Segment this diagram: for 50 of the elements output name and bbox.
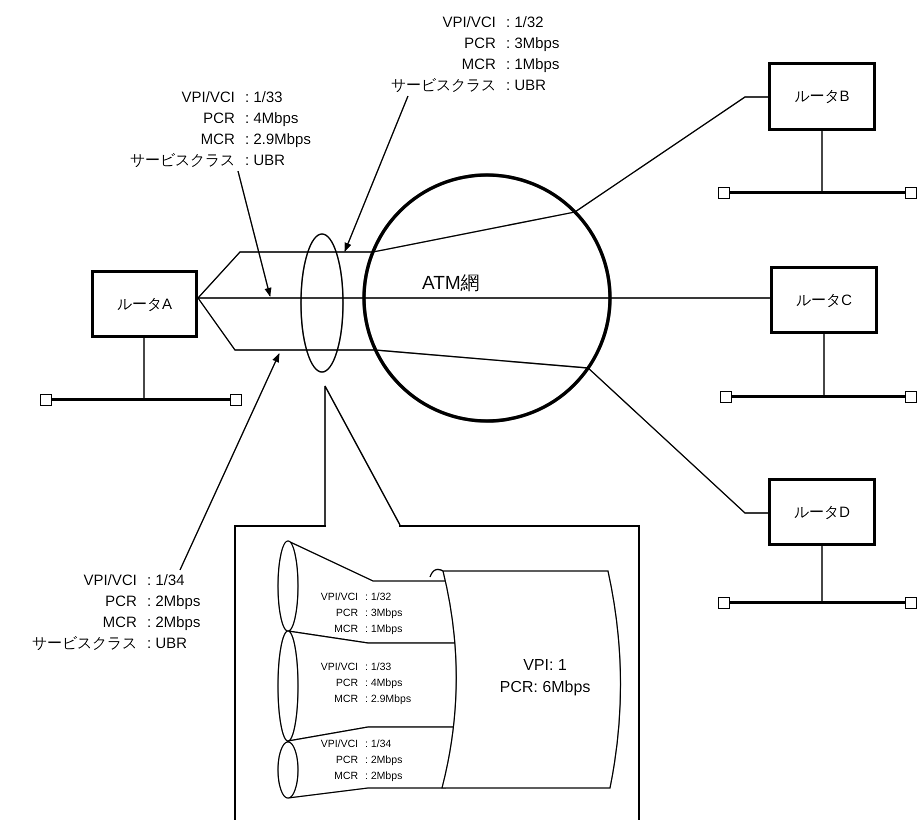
router-box	[768, 478, 876, 546]
virtual-channel-line	[610, 297, 770, 299]
parameter-row-text: PCR : 3Mbps	[463, 34, 560, 54]
router-box	[768, 62, 876, 131]
parameter-row-text: VPI/VCI : 1/33	[180, 88, 284, 108]
callout-box	[234, 525, 640, 820]
parameter-row-text: サービスクラス : UBR	[390, 76, 548, 96]
parameter-row-text: VPI/VCI : 1/34	[82, 571, 186, 591]
leader-arrow	[344, 96, 409, 252]
parameter-row-text: PCR : 2Mbps	[334, 753, 402, 768]
parameter-row-text: VPI/VCI : 1/33	[320, 660, 392, 675]
lan-cable	[730, 191, 905, 194]
virtual-channel-line	[574, 96, 768, 213]
router-label: ルータD	[794, 502, 850, 522]
parameter-row-text: サービスクラス : UBR	[128, 151, 286, 171]
parameter-row-text: VPI/VCI : 1/34	[320, 737, 392, 752]
virtual-path-label: PCR: 6Mbps	[498, 678, 592, 698]
lan-cable	[732, 395, 905, 398]
virtual-channel-line	[197, 251, 373, 298]
parameter-row-text: PCR : 4Mbps	[334, 676, 404, 691]
router-label: ルータA	[116, 294, 172, 314]
virtual-channel-line	[588, 367, 768, 514]
lan-drop-line	[821, 131, 823, 191]
virtual-channel-line	[197, 298, 376, 351]
router-label: ルータB	[794, 87, 850, 106]
parameter-row-text: MCR : 2Mbps	[102, 613, 202, 633]
parameter-row-text: サービスクラス : UBR	[30, 634, 188, 654]
lan-drop-line	[821, 546, 823, 601]
parameter-row-text: VPI/VCI : 1/32	[441, 13, 545, 33]
lan-cable	[52, 398, 230, 401]
router-box	[770, 266, 878, 334]
virtual-path-label: VPI: 1	[522, 656, 568, 676]
parameter-row-text: MCR : 1Mbps	[460, 55, 560, 75]
parameter-row-text: MCR : 2Mbps	[333, 769, 402, 784]
leader-arrow	[237, 170, 272, 297]
parameter-row-text: PCR : 4Mbps	[202, 109, 300, 129]
router-box	[91, 270, 198, 338]
leader-arrow	[179, 353, 280, 570]
parameter-row-text: MCR : 2.9Mbps	[200, 130, 312, 150]
parameter-row-text: MCR : 1Mbps	[333, 622, 402, 637]
parameter-row-text: VPI/VCI : 1/32	[320, 590, 392, 605]
lan-cable	[730, 601, 905, 604]
virtual-channel-line	[198, 297, 364, 299]
parameter-row-text: MCR : 2.9Mbps	[333, 692, 412, 707]
network-label: ATM網	[422, 272, 480, 296]
lan-drop-line	[143, 338, 145, 398]
router-label: ルータC	[796, 290, 852, 310]
parameter-row-text: PCR : 2Mbps	[104, 592, 202, 612]
parameter-row-text: PCR : 3Mbps	[334, 606, 402, 621]
lan-drop-line	[823, 334, 825, 395]
